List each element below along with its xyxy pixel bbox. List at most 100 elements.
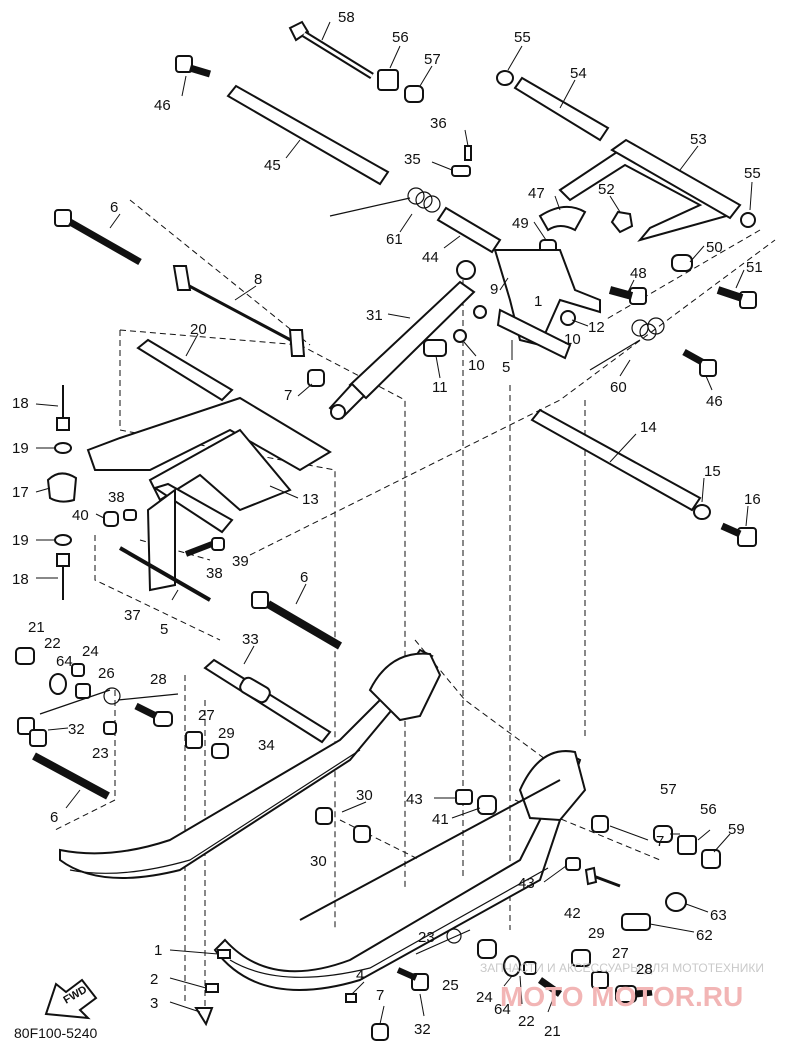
part-2-pin	[205, 983, 219, 993]
callout-46: 46	[154, 97, 171, 114]
part-11-bolt	[423, 339, 447, 357]
callout-41: 41	[432, 811, 449, 828]
part-6-bolt-lower	[32, 752, 110, 800]
callout-3: 3	[150, 995, 158, 1012]
slide-rail-right	[213, 750, 587, 991]
part-18-rivet-lower	[56, 553, 70, 600]
callout-64-lower: 64	[494, 1001, 511, 1018]
part-43-block-upper	[455, 789, 473, 805]
slide-rail-left	[59, 648, 442, 879]
part-58-bolt	[288, 20, 374, 79]
callout-62: 62	[696, 927, 713, 944]
callout-64: 64	[56, 653, 73, 670]
callout-18-lower: 18	[12, 571, 29, 588]
callout-57: 57	[424, 51, 441, 68]
watermark-line1: ЗАПЧАСТИ И АКСЕССУАРЫ ДЛЯ МОТОТЕХНИКИ	[480, 961, 764, 975]
part-55-washer-right	[740, 212, 756, 228]
diagram-code: 80F100-5240	[14, 1025, 98, 1041]
part-31-shock	[328, 260, 476, 420]
callout-21-lower: 21	[544, 1023, 561, 1040]
fwd-arrow: FWD	[44, 978, 98, 1020]
part-32-bolt-right	[396, 967, 429, 991]
callout-45: 45	[264, 157, 281, 174]
callout-36: 36	[430, 115, 447, 132]
part-19-washer-upper	[54, 442, 72, 454]
callout-44: 44	[422, 249, 439, 266]
callout-57-right: 57	[660, 781, 677, 798]
callout-46-right: 46	[706, 393, 723, 410]
leader-lines	[35, 21, 753, 1025]
part-48-bolt	[608, 286, 647, 305]
part-32-bolt-left	[17, 717, 47, 747]
callout-19-upper: 19	[12, 440, 29, 457]
callout-17: 17	[12, 484, 29, 501]
part-6-bolt-upper	[54, 209, 142, 266]
part-59-nut	[701, 849, 721, 869]
part-44-tube	[436, 206, 502, 254]
part-45-shaft	[226, 84, 390, 186]
callout-15: 15	[704, 463, 721, 480]
callout-37: 37	[124, 607, 141, 624]
callout-2: 2	[150, 971, 158, 988]
callout-23-lower: 23	[418, 929, 435, 946]
callout-56: 56	[392, 29, 409, 46]
callout-5-lower: 5	[160, 621, 168, 638]
callout-4: 4	[356, 967, 364, 984]
part-50-collar	[671, 254, 693, 272]
callout-54: 54	[570, 65, 587, 82]
part-26-spring	[39, 687, 179, 715]
callout-7-upper: 7	[284, 387, 292, 404]
callout-27-lower: 27	[612, 945, 629, 962]
part-28-bolt-right	[615, 985, 653, 1003]
part-39-bolt	[184, 537, 225, 557]
part-38-bolt	[123, 509, 137, 521]
part-21-bolt	[15, 647, 35, 665]
callout-35: 35	[404, 151, 421, 168]
callout-8: 8	[254, 271, 262, 288]
callout-42: 42	[564, 905, 581, 922]
callout-55: 55	[514, 29, 531, 46]
part-46-bolt	[175, 55, 212, 78]
part-51-bolt	[716, 286, 757, 309]
callout-22-lower: 22	[518, 1013, 535, 1030]
part-29-collar	[211, 743, 229, 759]
callout-11: 11	[432, 379, 448, 396]
callout-6-middle: 6	[300, 569, 308, 586]
callout-30-lower: 30	[310, 853, 327, 870]
callout-27: 27	[198, 707, 215, 724]
callout-19-lower: 19	[12, 532, 29, 549]
part-25-spring	[415, 928, 471, 955]
callout-10-upper: 10	[564, 331, 581, 348]
part-18-rivet-upper	[56, 385, 70, 431]
callout-5-upper: 5	[502, 359, 510, 376]
part-15-washer	[693, 504, 711, 520]
callout-56-right: 56	[700, 801, 717, 818]
part-1-slider	[217, 949, 231, 959]
part-33-shaft	[203, 658, 332, 744]
callout-32: 32	[68, 721, 85, 738]
callout-34: 34	[258, 737, 275, 754]
part-7-nut	[307, 369, 325, 387]
part-54-shaft	[513, 76, 610, 142]
part-35-pin	[451, 165, 471, 177]
part-47-bracket	[538, 205, 587, 232]
callout-47: 47	[528, 185, 545, 202]
part-42-rivet	[584, 866, 621, 888]
watermark-line2: MOTO MOTOR.RU	[500, 981, 743, 1012]
callout-6-upper: 6	[110, 199, 118, 216]
callout-22: 22	[44, 635, 61, 652]
callout-63: 63	[710, 907, 727, 924]
part-14-shaft	[530, 408, 702, 512]
callout-14: 14	[640, 419, 657, 436]
callout-9: 9	[490, 281, 498, 298]
part-64-washer	[71, 663, 85, 677]
callout-24: 24	[82, 643, 99, 660]
callout-33: 33	[242, 631, 259, 648]
assembly-guide-lines	[54, 199, 776, 1010]
callout-58: 58	[338, 9, 355, 26]
part-53-arm	[558, 138, 742, 242]
callout-51: 51	[746, 259, 763, 276]
part-61-spring	[329, 187, 441, 217]
callout-28-lower: 28	[636, 961, 653, 978]
part-4-clip	[345, 993, 357, 1003]
